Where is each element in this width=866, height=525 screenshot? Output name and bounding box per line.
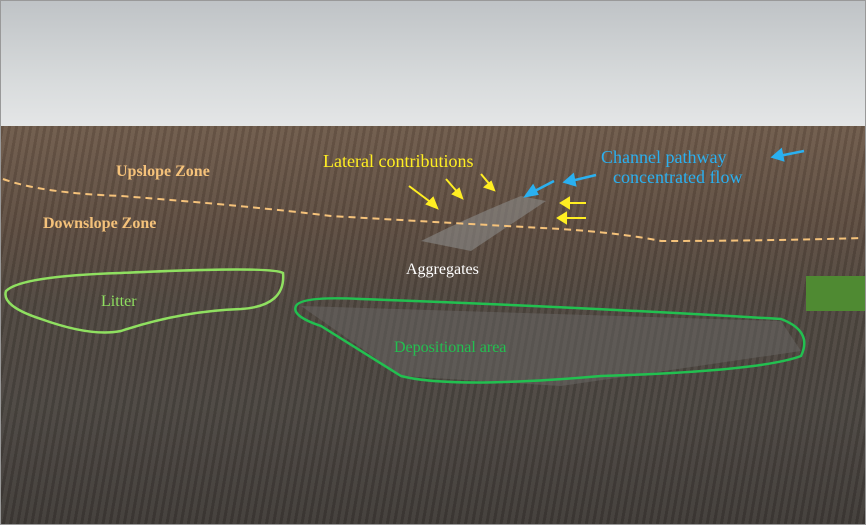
litter-outline <box>4 268 285 334</box>
depositional-outline <box>294 297 806 384</box>
channel-pathway-label: Channel pathway <box>601 147 727 167</box>
green-grass <box>806 276 865 311</box>
upslope-zone-label: Upslope Zone <box>116 163 210 180</box>
lateral-contributions-label: Lateral contributions <box>323 151 474 171</box>
lateral-arrows <box>408 173 586 225</box>
depositional-surface <box>301 306 801 386</box>
concentrated-flow-label: concentrated flow <box>613 167 743 187</box>
zone-boundary-line <box>2 178 864 243</box>
channel-arrows <box>523 147 805 198</box>
downslope-zone-label: Downslope Zone <box>43 215 157 232</box>
litter-label: Litter <box>101 293 137 310</box>
aggregates-label: Aggregates <box>406 261 479 278</box>
sky <box>1 1 865 141</box>
depositional-area-label: Depositional area <box>394 339 507 356</box>
channel-wash <box>421 196 546 251</box>
